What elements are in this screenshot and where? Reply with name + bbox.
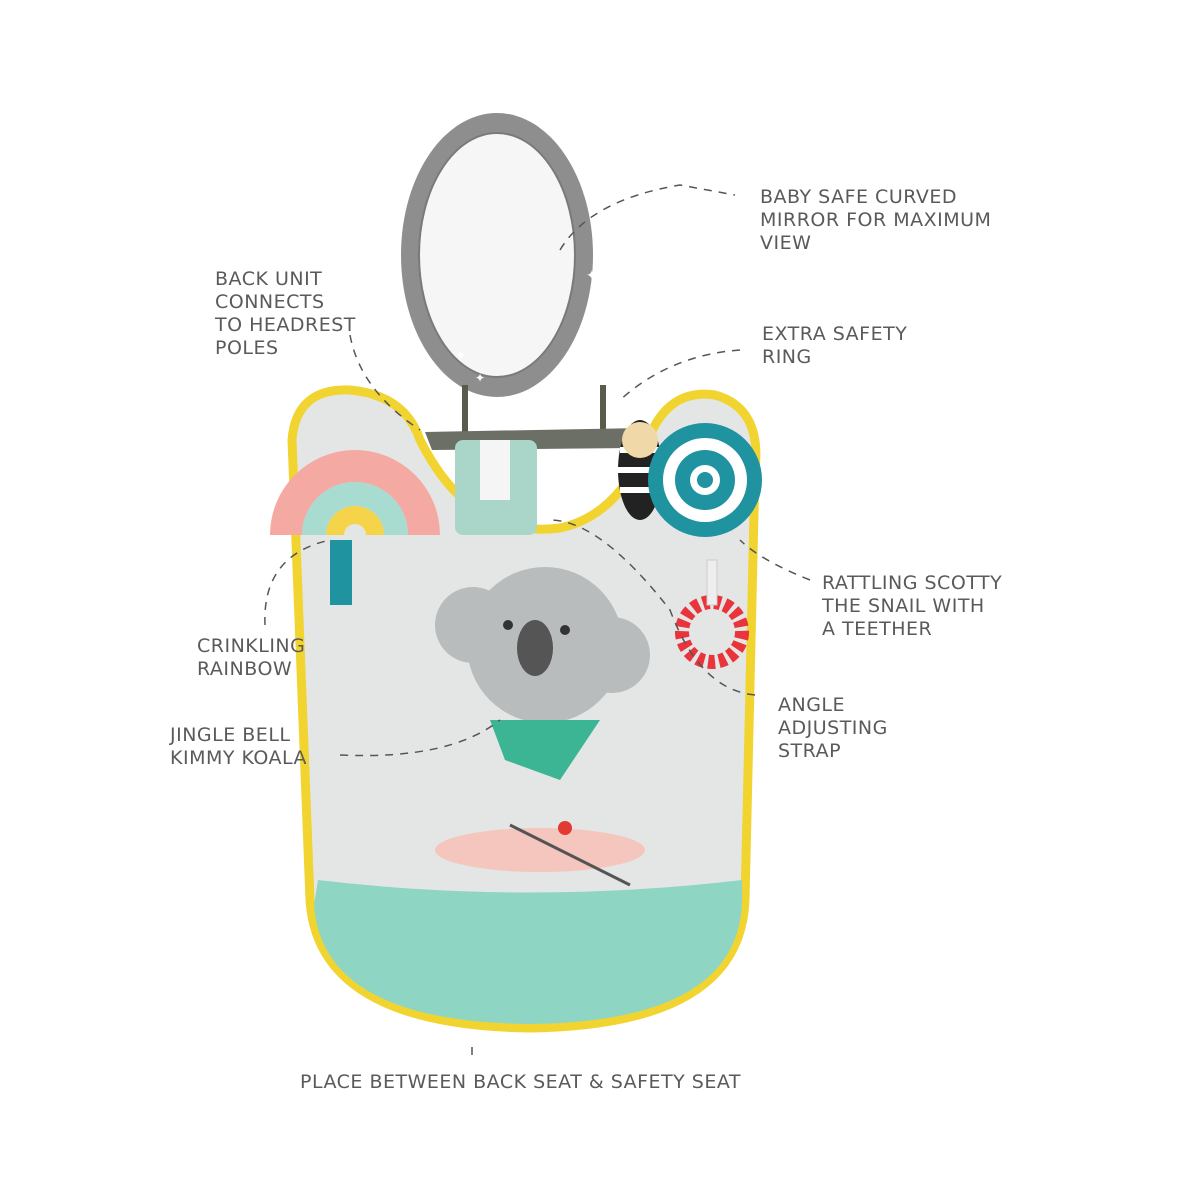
svg-text:✦: ✦ bbox=[582, 188, 594, 204]
crinkling-rainbow bbox=[270, 450, 440, 605]
teether-ring bbox=[675, 559, 749, 669]
headrest-mount bbox=[425, 385, 640, 450]
leader-lines bbox=[264, 184, 811, 1055]
label-snail: RATTLING SCOTTY THE SNAIL WITH A TEETHER bbox=[822, 572, 1003, 640]
svg-text:✦: ✦ bbox=[455, 348, 467, 364]
label-safety-ring: EXTRA SAFETY RING bbox=[762, 323, 908, 368]
label-mirror: BABY SAFE CURVED MIRROR FOR MAXIMUM VIEW bbox=[760, 186, 992, 254]
label-strap: ANGLE ADJUSTING STRAP bbox=[778, 694, 888, 762]
svg-text:✦: ✦ bbox=[475, 371, 485, 385]
label-rainbow: CRINKLING RAINBOW bbox=[197, 635, 306, 680]
label-koala: JINGLE BELL KIMMY KOALA bbox=[170, 724, 308, 769]
svg-text:✦: ✦ bbox=[586, 268, 598, 284]
label-back-unit: BACK UNIT CONNECTS TO HEADREST POLES bbox=[215, 268, 356, 359]
mirror: ✦ ✦ ✦ ✦ bbox=[401, 113, 598, 397]
label-placement: PLACE BETWEEN BACK SEAT & SAFETY SEAT bbox=[300, 1071, 741, 1093]
scotty-snail bbox=[618, 420, 762, 537]
kimmy-koala bbox=[435, 567, 650, 780]
